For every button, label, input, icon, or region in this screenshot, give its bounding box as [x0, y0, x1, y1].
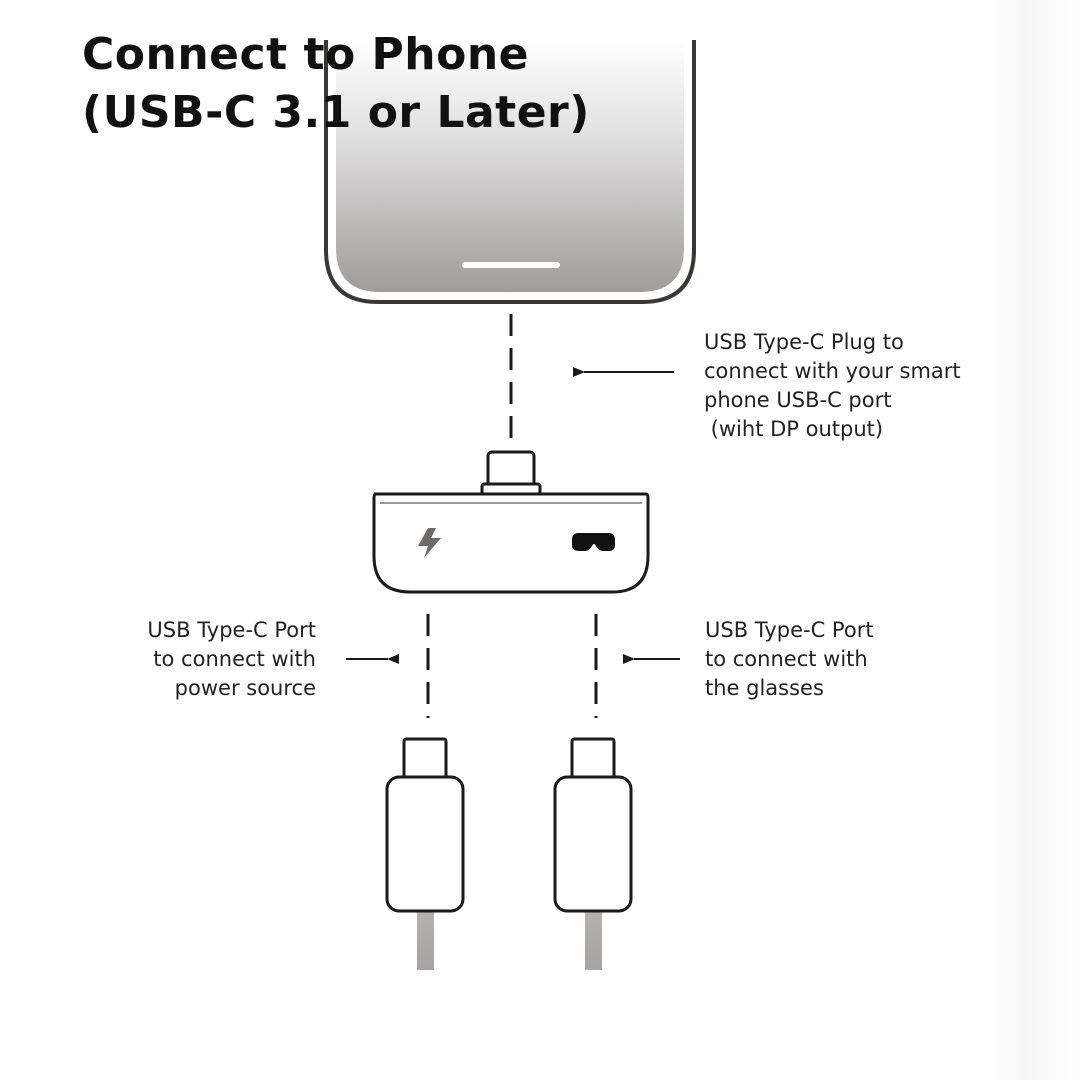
- adapter: [372, 450, 650, 594]
- right-edge-fade: [990, 0, 1080, 1080]
- phone-screen: [336, 40, 684, 292]
- label-usb-c-plug: USB Type-C Plug to connect with your sma…: [704, 328, 961, 444]
- power-cable: [385, 737, 465, 970]
- glasses-cable-plug-tip: [570, 737, 616, 783]
- power-cable-plug-tip: [402, 737, 448, 783]
- label-glasses-port: USB Type-C Port to connect with the glas…: [705, 616, 874, 703]
- page-title: Connect to Phone (USB-C 3.1 or Later): [82, 26, 590, 142]
- label-line: USB Type-C Port: [147, 618, 316, 642]
- label-power-port: USB Type-C Port to connect with power so…: [60, 616, 316, 703]
- label-line: USB Type-C Port: [705, 618, 874, 642]
- title-line-1: Connect to Phone: [82, 29, 529, 80]
- title-line-2: (USB-C 3.1 or Later): [82, 87, 590, 138]
- lightning-bolt-icon: [418, 528, 441, 558]
- label-line: to connect with: [153, 647, 316, 671]
- adapter-body: [372, 492, 650, 594]
- glasses-cable-plug-body: [553, 775, 633, 913]
- glasses-cable: [553, 737, 633, 970]
- phone: [324, 40, 696, 304]
- power-cable-plug-body: [385, 775, 465, 913]
- label-line: (wiht DP output): [704, 417, 884, 441]
- label-line: power source: [174, 676, 316, 700]
- glasses-cable-wire: [585, 908, 602, 970]
- power-cable-wire: [417, 908, 434, 970]
- label-line: phone USB-C port: [704, 388, 892, 412]
- vr-glasses-icon: [572, 533, 615, 551]
- label-line: USB Type-C Plug to: [704, 330, 904, 354]
- label-line: connect with your smart: [704, 359, 961, 383]
- label-line: to connect with: [705, 647, 868, 671]
- label-line: the glasses: [705, 676, 824, 700]
- phone-home-indicator: [462, 262, 560, 268]
